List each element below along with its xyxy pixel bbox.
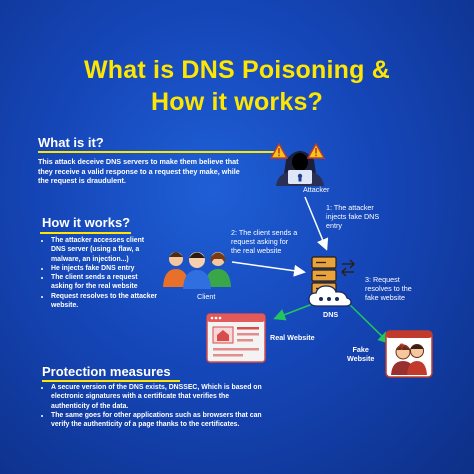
protection-heading: Protection measures	[42, 364, 171, 379]
step-2-label: 2: The client sends a request asking for…	[231, 228, 298, 255]
hacker-icon	[276, 151, 324, 186]
what-is-it-line: This attack deceive DNS servers to make …	[38, 157, 239, 166]
client-label: Client	[197, 292, 216, 301]
protection-list: A secure version of the DNS exists, DNSS…	[42, 383, 321, 429]
title-line-1: What is DNS Poisoning &	[84, 56, 390, 84]
browser-icon	[206, 313, 266, 363]
cloud-icon	[308, 285, 352, 307]
how-it-works-heading: How it works?	[42, 215, 131, 230]
list-item: A secure version of the DNS exists, DNSS…	[51, 383, 321, 411]
protection-underline	[42, 380, 180, 382]
arrow-attacker-to-dns	[304, 196, 329, 251]
real-website-label: Real Website	[270, 333, 315, 342]
attacker-label: Attacker	[303, 185, 330, 194]
arrow-dns-to-real-website	[273, 302, 316, 321]
what-is-it-underline	[38, 151, 281, 153]
list-item: The client sends a request asking for th…	[51, 273, 201, 292]
fake-person-icon: ?	[385, 330, 433, 378]
arrow-dns-to-fake-website	[344, 299, 391, 345]
what-is-it-line: they receive a valid response to a reque…	[38, 166, 240, 176]
list-item: The attacker accesses client DNS server …	[51, 236, 201, 264]
what-is-it-line: the request is draudulent.	[38, 176, 126, 186]
fake-website-label: Fake Website	[347, 345, 375, 363]
list-item: The same goes for other applications suc…	[51, 411, 321, 430]
title-line-2: How it works?	[150, 88, 324, 116]
list-item: Request resolves to the attacker website…	[51, 292, 201, 311]
svg-text:?: ?	[399, 342, 405, 352]
arrow-client-to-dns	[231, 261, 306, 277]
users-icon	[163, 252, 231, 289]
page-title: What is DNS Poisoning & How it works?	[0, 54, 474, 118]
step-3-label: 3: Request resolves to the fake website	[365, 275, 412, 302]
what-is-it-heading: What is it?	[38, 135, 104, 150]
what-is-it-text: This attack deceive DNS servers to make …	[38, 157, 278, 186]
warning-icon	[307, 143, 325, 159]
list-item: He injects fake DNS entry	[51, 264, 201, 273]
warning-icon	[270, 143, 288, 159]
dns-label: DNS	[323, 310, 339, 319]
how-it-works-underline	[40, 232, 131, 234]
step-1-label: 1: The attacker injects fake DNS entry	[326, 203, 380, 230]
how-it-works-list: The attacker accesses client DNS server …	[42, 236, 201, 310]
